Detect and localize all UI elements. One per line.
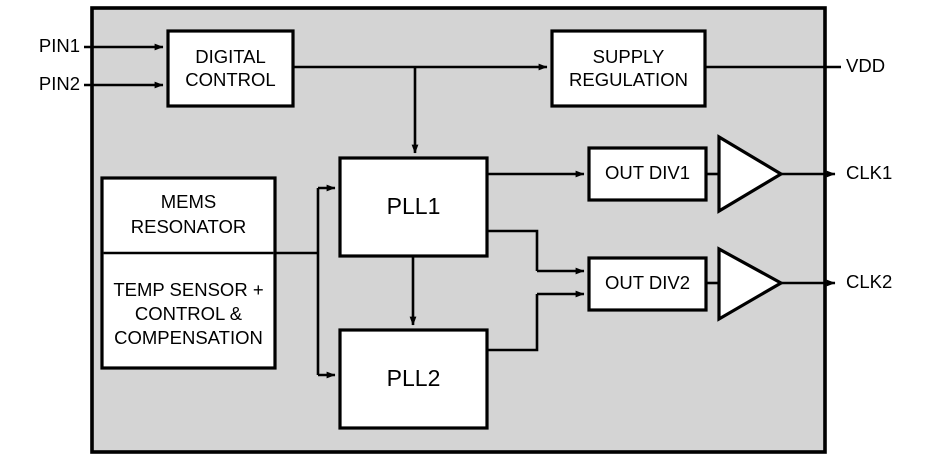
output-buffer-clk2: [717, 246, 785, 322]
label-supply-regulation-line1: SUPPLY: [593, 46, 665, 67]
label-temp-sensor-line2: CONTROL &: [135, 303, 243, 324]
label-pll1: PLL1: [387, 193, 441, 219]
wire-pll2-to-outdiv2: [487, 290, 585, 352]
label-temp-sensor-line1: TEMP SENSOR +: [113, 279, 263, 300]
label-out-div2: OUT DIV2: [605, 272, 690, 293]
label-mems-resonator-line2: RESONATOR: [131, 216, 246, 237]
block-out-div1[interactable]: [587, 146, 708, 202]
label-clk2: CLK2: [846, 271, 892, 292]
block-mems-stack: [100, 176, 277, 370]
label-supply-regulation-line2: REGULATION: [569, 69, 688, 90]
label-digital-control-line1: DIGITAL: [195, 46, 266, 67]
block-out-div2[interactable]: [587, 256, 708, 312]
block-pll2[interactable]: [338, 328, 489, 430]
label-temp-sensor-line3: COMPENSATION: [114, 327, 263, 348]
label-pll2: PLL2: [387, 365, 441, 391]
label-mems-resonator-line1: MEMS: [161, 191, 217, 212]
label-digital-control-line2: CONTROL: [185, 69, 275, 90]
label-clk1: CLK1: [846, 162, 892, 183]
label-pin2: PIN2: [39, 73, 80, 94]
label-vdd: VDD: [846, 55, 885, 76]
wire-pll1-to-outdiv2: [487, 229, 585, 275]
block-supply-regulation[interactable]: [550, 29, 707, 108]
output-buffer-clk1: [717, 134, 785, 214]
label-pin1: PIN1: [39, 35, 80, 56]
block-pll1[interactable]: [338, 156, 489, 258]
label-out-div1: OUT DIV1: [605, 162, 690, 183]
block-digital-control[interactable]: [166, 29, 295, 108]
wire-mems-to-plls: [275, 184, 336, 379]
